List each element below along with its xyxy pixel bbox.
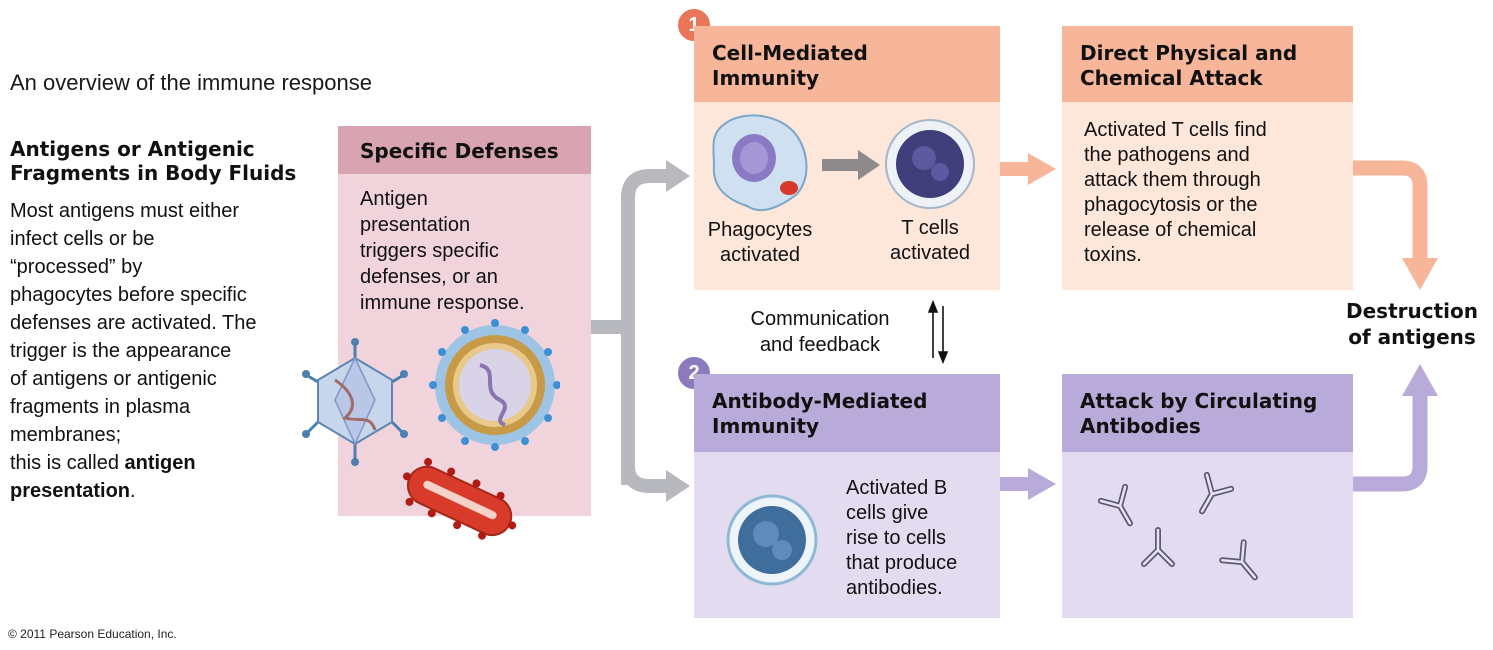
title-line: Immunity <box>712 414 820 438</box>
antibody-mediated-text: Activated B cells give rise to cells tha… <box>846 476 996 601</box>
description-line: “processed” by <box>10 256 143 278</box>
description-line: infect cells or be <box>10 228 155 250</box>
arrow-am-to-antibodies <box>1000 477 1030 491</box>
antibody-mediated-panel: Antibody-Mediated Immunity Activated B c… <box>694 374 1000 618</box>
arrow-head-to-antibody-mediated <box>666 470 690 502</box>
label-line: Communication <box>750 308 890 330</box>
direct-attack-header: Direct Physical and Chemical Attack <box>1062 26 1353 102</box>
specific-defenses-text: Antigen presentation triggers specific d… <box>360 186 580 316</box>
title-line: Attack by Circulating <box>1080 389 1318 413</box>
label-line: T cells <box>901 217 959 239</box>
arrow-antibodies-to-destruction <box>1353 392 1428 492</box>
destruction-of-antigens-label: Destruction of antigens <box>1336 298 1488 350</box>
text-line: toxins. <box>1084 244 1142 266</box>
activation-arrow <box>822 150 880 180</box>
description-line: fragments in plasma <box>10 396 191 418</box>
text-line: cells give <box>846 502 929 524</box>
antigens-description: Most antigens must either infect cells o… <box>10 197 320 505</box>
text-line: Antigen <box>360 188 428 210</box>
antigens-heading-line: Antigens or Antigenic <box>10 137 255 161</box>
description-line: this is called antigen <box>10 449 320 477</box>
antigen-term: antigen <box>124 452 196 474</box>
double-arrow-icon <box>927 299 949 365</box>
description-line: phagocytes before specific <box>10 284 247 306</box>
phagocyte-icon <box>712 114 808 212</box>
circulating-antibodies-title: Attack by Circulating Antibodies <box>1080 389 1317 439</box>
direct-attack-panel: Direct Physical and Chemical Attack Acti… <box>1062 26 1353 290</box>
virus-icon <box>302 338 408 466</box>
text-line: release of chemical <box>1084 219 1257 241</box>
label-line: activated <box>719 244 801 266</box>
antibodies-illustration <box>1097 471 1258 581</box>
text-line: Activated T cells find <box>1084 119 1267 141</box>
text-line: phagocytosis or the <box>1084 194 1258 216</box>
text-line: the pathogens and <box>1084 144 1250 166</box>
description-line: membranes; <box>10 424 122 446</box>
cell-mediated-header: Cell-Mediated Immunity <box>694 26 1000 102</box>
label-line: and feedback <box>759 334 881 356</box>
label-line: Destruction <box>1346 299 1478 323</box>
cell-mediated-panel: Cell-Mediated Immunity Phagocytes activa… <box>694 26 1000 290</box>
antigens-heading: Antigens or Antigenic Fragments in Body … <box>10 137 340 185</box>
text-line: antibodies. <box>846 577 943 599</box>
specific-defenses-panel: Specific Defenses Antigen presentation t… <box>338 126 591 516</box>
description-text: this is called <box>10 452 125 474</box>
pathogen-illustrations <box>302 319 560 540</box>
title-line: Direct Physical and <box>1080 41 1298 65</box>
text-line: triggers specific <box>360 240 499 262</box>
presentation-term: presentation <box>10 480 131 502</box>
t-cell-icon <box>885 119 975 209</box>
t-cells-activated-label: T cells activated <box>870 216 990 266</box>
enveloped-virus-icon <box>429 319 560 451</box>
cell-mediated-title: Cell-Mediated Immunity <box>712 41 868 91</box>
communication-feedback-label: Communication and feedback <box>732 306 908 358</box>
title-line: Chemical Attack <box>1080 66 1263 90</box>
circulating-antibodies-panel: Attack by Circulating Antibodies <box>1062 374 1353 618</box>
antigens-heading-line: Fragments in Body Fluids <box>10 161 297 185</box>
description-text: . <box>130 480 136 502</box>
text-line: rise to cells <box>846 527 947 549</box>
description-line: of antigens or antigenic <box>10 368 217 390</box>
text-line: presentation <box>360 214 471 236</box>
label-line: of antigens <box>1348 325 1476 349</box>
description-line: defenses are activated. The <box>10 312 257 334</box>
specific-defenses-title: Specific Defenses <box>360 139 559 163</box>
antibody-mediated-header: Antibody-Mediated Immunity <box>694 374 1000 452</box>
description-line: Most antigens must either <box>10 200 239 222</box>
direct-attack-title: Direct Physical and Chemical Attack <box>1080 41 1297 91</box>
description-line: trigger is the appearance <box>10 340 232 362</box>
title-line: Antibody-Mediated <box>712 389 928 413</box>
title-line: Immunity <box>712 66 820 90</box>
cell-activation-illustration <box>712 114 975 212</box>
arrow-head-to-cell-mediated <box>666 160 690 192</box>
title-line: Cell-Mediated <box>712 41 868 65</box>
label-line: activated <box>889 242 971 264</box>
text-line: immune response. <box>360 292 525 314</box>
circulating-antibodies-header: Attack by Circulating Antibodies <box>1062 374 1353 452</box>
text-line: defenses, or an <box>360 266 498 288</box>
copyright-notice: © 2011 Pearson Education, Inc. <box>8 627 177 641</box>
specific-defenses-header: Specific Defenses <box>338 126 591 174</box>
text-line: that produce <box>846 552 958 574</box>
page-title: An overview of the immune response <box>10 70 372 95</box>
antibody-mediated-title: Antibody-Mediated Immunity <box>712 389 927 439</box>
text-line: Activated B <box>846 477 948 499</box>
label-line: Phagocytes <box>707 219 813 241</box>
arrow-attack-to-destruction <box>1353 160 1428 262</box>
branch-arrow <box>591 169 668 493</box>
direct-attack-text: Activated T cells find the pathogens and… <box>1084 118 1344 268</box>
arrow-cm-to-attack <box>1000 162 1030 176</box>
text-line: attack them through <box>1084 169 1261 191</box>
title-line: Antibodies <box>1080 414 1201 438</box>
bacterium-icon <box>403 457 517 540</box>
phagocytes-activated-label: Phagocytes activated <box>700 218 820 268</box>
description-line: presentation. <box>10 477 320 505</box>
b-cell-icon <box>726 494 818 586</box>
